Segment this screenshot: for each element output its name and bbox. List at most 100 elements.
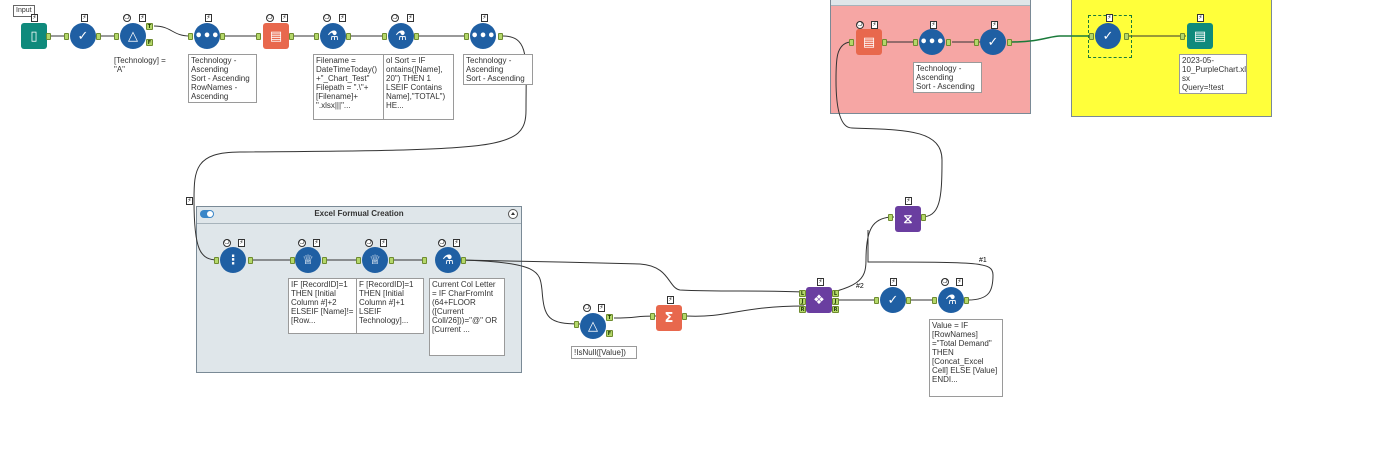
input-anchor[interactable] <box>290 257 295 264</box>
input-tool[interactable]: ▯ <box>21 23 47 49</box>
input-anchor[interactable] <box>849 39 854 46</box>
select-tool[interactable]: ✓ <box>880 287 906 313</box>
output-anchor[interactable] <box>906 297 911 304</box>
sort-tool[interactable]: ••• <box>919 29 945 55</box>
output-anchor[interactable] <box>414 33 419 40</box>
annotation: Value = IF [RowNames] ="Total Demand" TH… <box>929 319 1003 397</box>
output-anchor[interactable] <box>322 257 327 264</box>
container-red[interactable] <box>830 0 1031 114</box>
transpose-tool[interactable]: ⧖ <box>895 206 921 232</box>
container-toggle[interactable] <box>200 210 214 218</box>
output-anchor[interactable] <box>346 33 351 40</box>
output-anchor[interactable] <box>498 33 503 40</box>
output-anchor[interactable] <box>921 214 926 221</box>
join-j-anchor[interactable]: J <box>832 298 839 305</box>
dots-icon: ••• <box>919 34 945 50</box>
output-anchor[interactable] <box>46 33 51 40</box>
output-anchor[interactable] <box>96 33 101 40</box>
input-anchor[interactable] <box>382 33 387 40</box>
wire <box>867 230 994 301</box>
select-tool[interactable]: ✓ <box>70 23 96 49</box>
output-anchor[interactable] <box>248 257 253 264</box>
union-r-anchor[interactable]: R <box>799 306 806 313</box>
output-anchor[interactable] <box>964 297 969 304</box>
true-anchor[interactable]: T <box>146 23 153 30</box>
annotation: Technology - Ascending Sort - Ascending <box>463 54 533 85</box>
formula-tool[interactable]: ⚗ <box>388 23 414 49</box>
input-anchor[interactable] <box>1089 33 1094 40</box>
output-anchor[interactable] <box>289 33 294 40</box>
input-anchor[interactable] <box>888 214 893 221</box>
input-anchor[interactable] <box>356 257 361 264</box>
lightning-badge-icon: ⚡ <box>667 296 674 304</box>
comment-badge-icon: ❍ <box>583 304 591 312</box>
input-anchor[interactable] <box>932 297 937 304</box>
formula-tool[interactable]: ⚗ <box>320 23 346 49</box>
filter-tool[interactable]: △ <box>580 313 606 339</box>
input-anchor[interactable] <box>913 39 918 46</box>
multi-row-formula-tool[interactable]: ♕ <box>362 247 388 273</box>
numbered-list-icon: ⋮ <box>226 252 240 268</box>
output-anchor[interactable] <box>220 33 225 40</box>
lightning-badge-icon: ⚡ <box>31 14 38 22</box>
lightning-badge-icon: ⚡ <box>139 14 146 22</box>
union-l-anchor[interactable]: L <box>799 290 806 297</box>
join-multiple-tool[interactable]: ❖ <box>806 287 832 313</box>
input-anchor[interactable] <box>114 33 119 40</box>
join-l-anchor[interactable]: L <box>832 290 839 297</box>
input-anchor[interactable] <box>314 33 319 40</box>
input-anchor[interactable] <box>214 257 219 264</box>
input-anchor[interactable] <box>188 33 193 40</box>
output-tool[interactable]: ▤ <box>1187 23 1213 49</box>
output-anchor[interactable] <box>389 257 394 264</box>
lightning-badge-icon: ⚡ <box>339 14 346 22</box>
collapse-icon[interactable] <box>508 209 518 219</box>
lightning-badge-icon: ⚡ <box>238 239 245 247</box>
input-anchor[interactable] <box>422 257 427 264</box>
output-anchor[interactable] <box>461 257 466 264</box>
dynamic-rename-tool[interactable]: ▤ <box>856 29 882 55</box>
lightning-badge-icon: ⚡ <box>991 21 998 29</box>
comment-badge-icon: ❍ <box>298 239 306 247</box>
multi-row-formula-tool[interactable]: ♕ <box>295 247 321 273</box>
output-anchor[interactable] <box>1124 33 1129 40</box>
sort-tool[interactable]: ••• <box>470 23 496 49</box>
output-anchor[interactable] <box>1007 39 1012 46</box>
input-anchor[interactable] <box>256 33 261 40</box>
false-anchor[interactable]: F <box>606 330 613 337</box>
document-icon: ▤ <box>1193 28 1207 44</box>
input-anchor[interactable] <box>874 297 879 304</box>
container-excel-header: Excel Formual Creation <box>197 207 521 224</box>
union-j-anchor[interactable]: J <box>799 298 806 305</box>
select-tool[interactable]: ✓ <box>980 29 1006 55</box>
lightning-badge-icon: ⚡ <box>380 239 387 247</box>
input-anchor[interactable] <box>464 33 469 40</box>
filter-tool[interactable]: △ <box>120 23 146 49</box>
summarize-tool[interactable]: Σ <box>656 305 682 331</box>
output-anchor[interactable] <box>882 39 887 46</box>
true-anchor[interactable]: T <box>606 314 613 321</box>
dots-icon: ••• <box>194 28 220 44</box>
input-anchor[interactable] <box>64 33 69 40</box>
sort-tool[interactable]: ••• <box>194 23 220 49</box>
input-anchor[interactable] <box>974 39 979 46</box>
input-anchor[interactable] <box>574 321 579 328</box>
checkmark-icon: ✓ <box>887 292 899 308</box>
false-anchor[interactable]: F <box>146 39 153 46</box>
book-icon: ▯ <box>30 28 38 44</box>
record-id-tool[interactable]: ⋮ <box>220 247 246 273</box>
select-tool[interactable]: ✓ <box>1095 23 1121 49</box>
input-anchor[interactable] <box>1180 33 1185 40</box>
lightning-badge-icon: ⚡ <box>956 278 963 286</box>
output-anchor[interactable] <box>946 39 951 46</box>
output-anchor[interactable] <box>682 313 687 320</box>
dynamic-rename-tool[interactable]: ▤ <box>263 23 289 49</box>
lightning-badge-icon: ⚡ <box>81 14 88 22</box>
formula-tool[interactable]: ⚗ <box>435 247 461 273</box>
input-anchor[interactable] <box>650 313 655 320</box>
formula-tool[interactable]: ⚗ <box>938 287 964 313</box>
annotation: Current Col Letter = IF CharFromInt (64+… <box>429 278 505 356</box>
table-rename-icon: ▤ <box>269 28 283 44</box>
join-r-anchor[interactable]: R <box>832 306 839 313</box>
